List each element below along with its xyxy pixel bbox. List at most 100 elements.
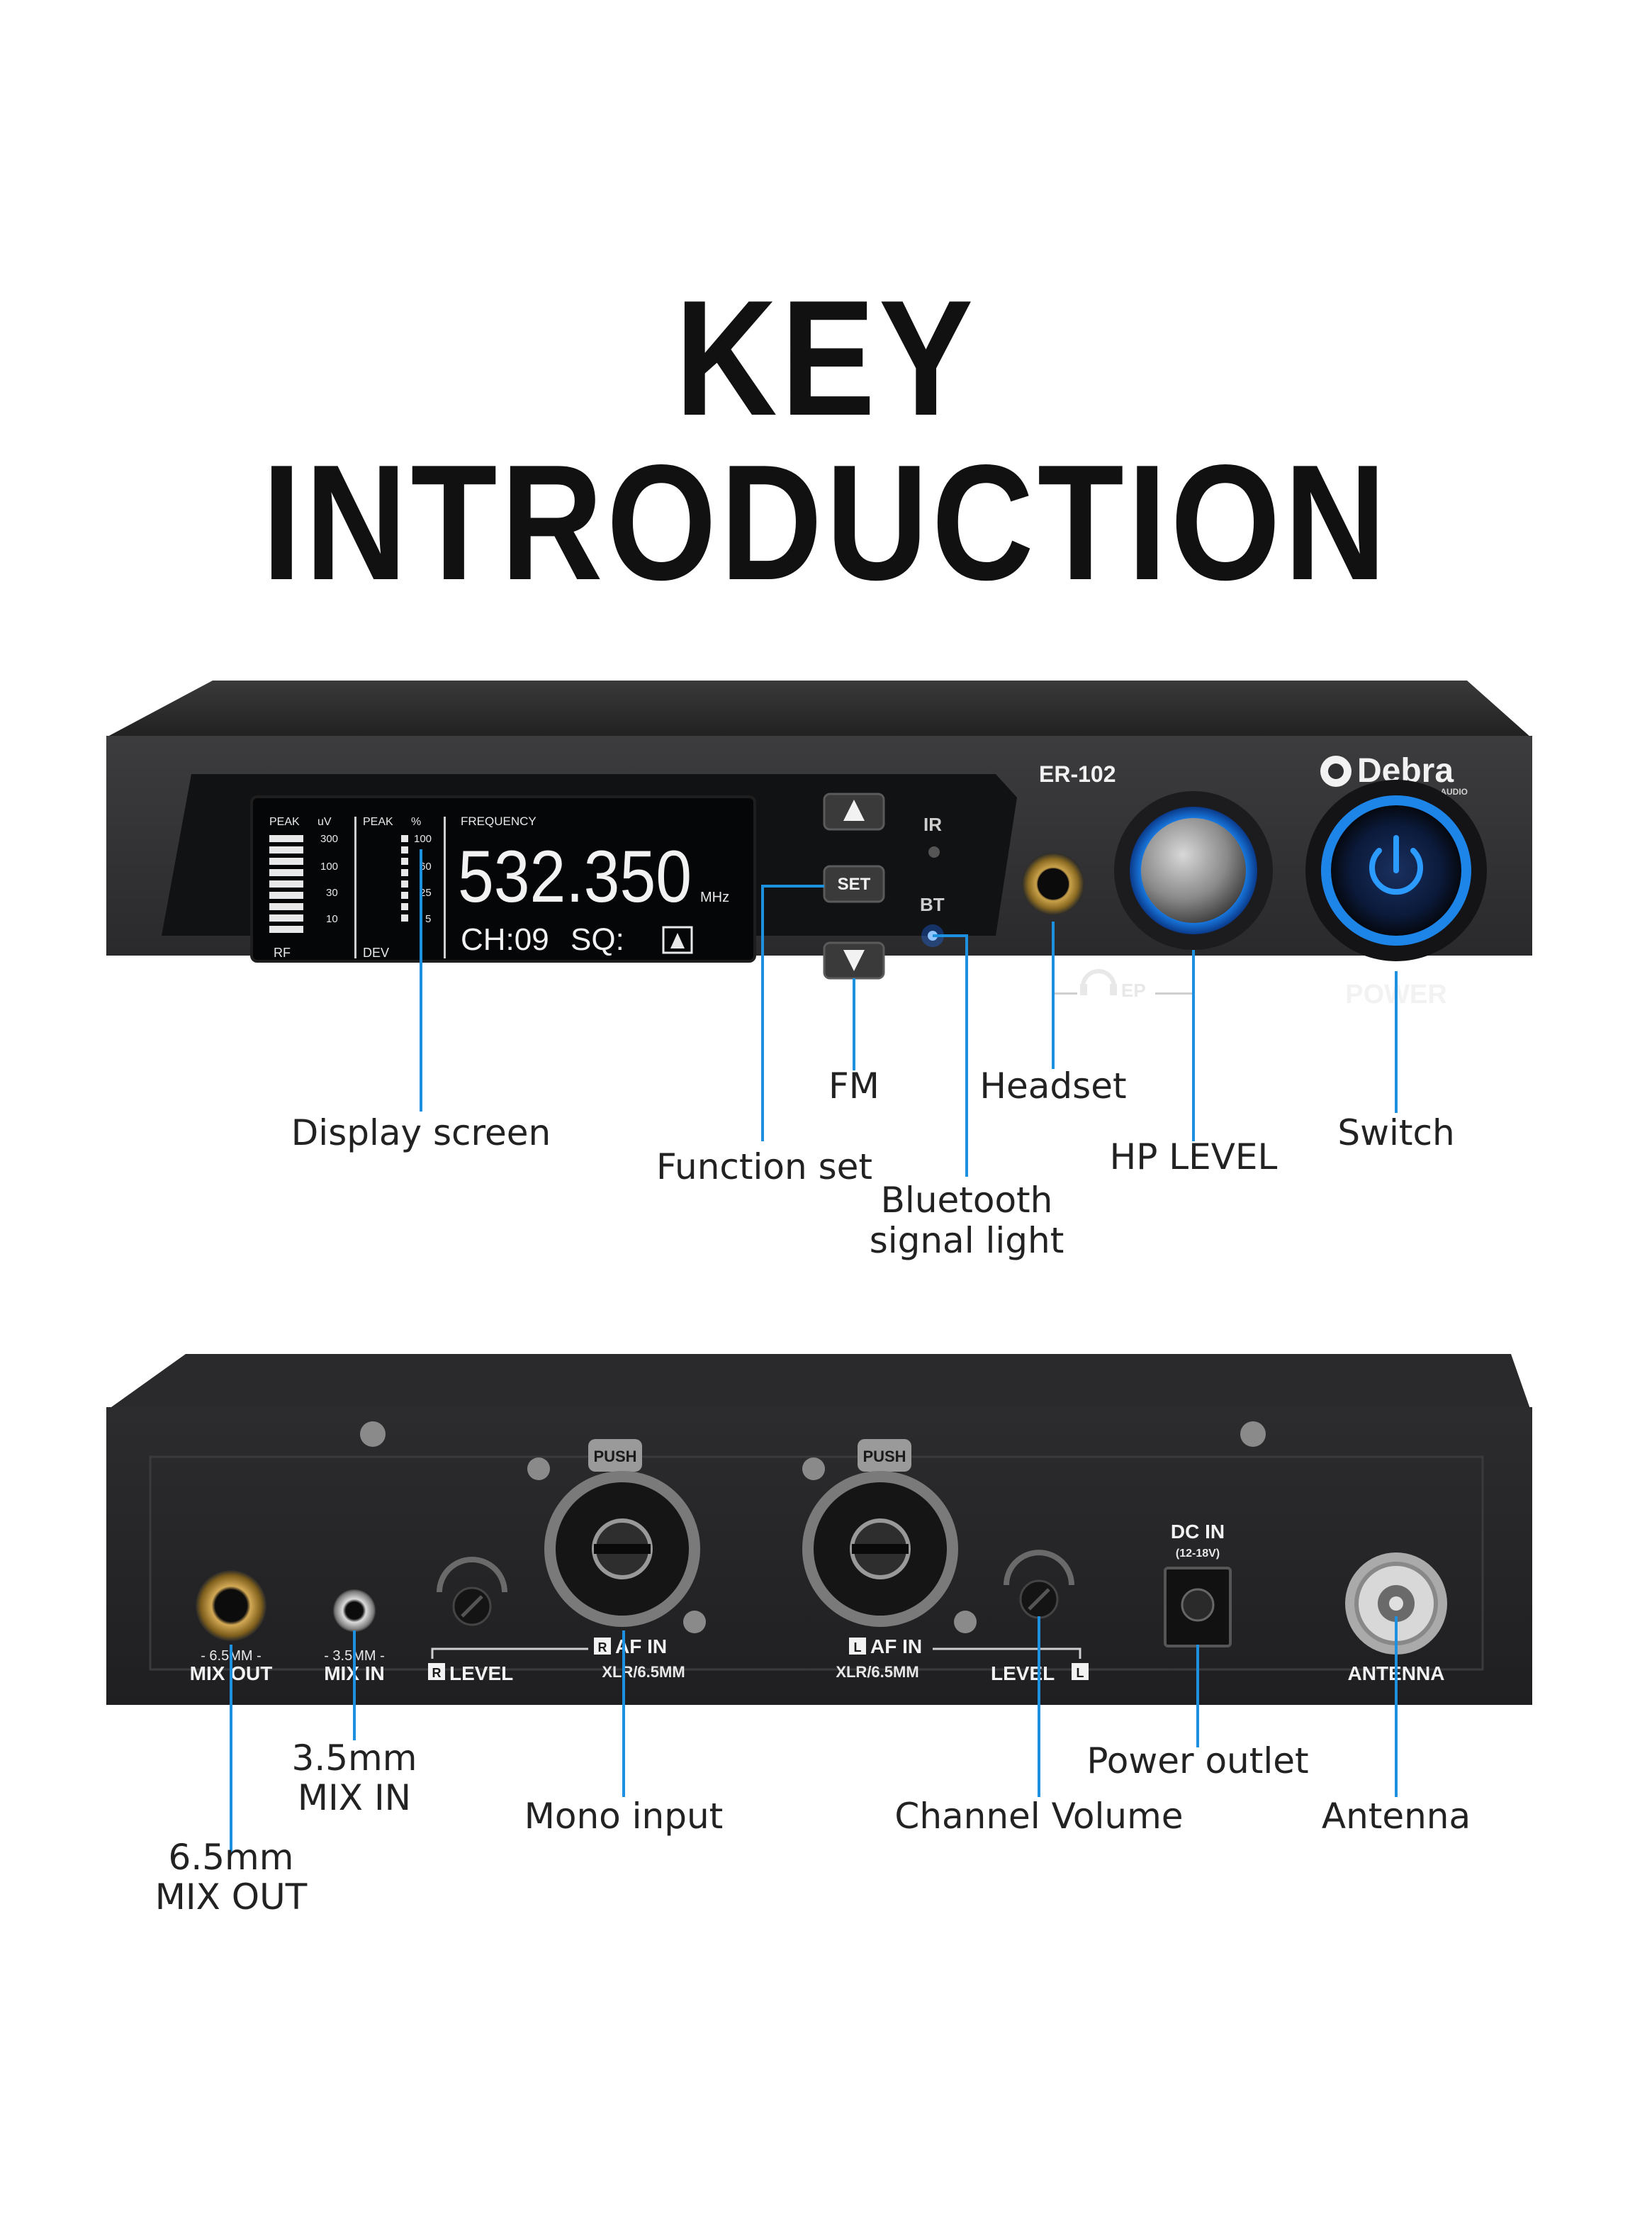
ep-line-right xyxy=(1155,992,1193,995)
rf-tick: 10 xyxy=(326,913,338,925)
rf-bar xyxy=(269,846,303,854)
rf-bar xyxy=(269,926,303,933)
callout-display-screen: Display screen xyxy=(291,1112,551,1153)
callout-switch: Switch xyxy=(1337,1112,1455,1153)
callout-bluetooth-line1: Bluetooth xyxy=(880,1180,1053,1221)
r-push-tab xyxy=(588,1439,642,1472)
mix-out-jack[interactable] xyxy=(196,1570,266,1641)
rf-bar xyxy=(269,903,303,910)
up-arrow-icon xyxy=(843,800,865,821)
front-panel: PEAK uV 300 100 30 10 RF PEAK % 100 60 2… xyxy=(106,681,1532,1177)
frequency-unit: MHz xyxy=(700,890,729,905)
r-level-arc xyxy=(437,1557,507,1593)
page-title: KEY INTRODUCTION xyxy=(262,267,1390,615)
l-push-label: PUSH xyxy=(862,1448,906,1465)
l-af-in-label: AF IN xyxy=(870,1635,922,1657)
dev-peak-label: PEAK xyxy=(363,816,393,828)
callout-function-set: Function set xyxy=(656,1146,872,1187)
dev-tick: 100 xyxy=(414,833,432,845)
dev-tick: 25 xyxy=(420,887,432,899)
dev-bar xyxy=(401,858,408,865)
rf-label: RF xyxy=(274,946,291,960)
dev-unit-label: % xyxy=(411,816,421,828)
back-panel: - 6.5MM - MIX OUT - 3.5MM - MIX IN R LEV… xyxy=(106,1354,1532,1854)
screw-icon xyxy=(683,1611,706,1633)
r-level-slot xyxy=(461,1595,483,1618)
dev-tick: 5 xyxy=(425,913,431,925)
chassis-top xyxy=(106,681,1531,737)
callout-line-bluetooth xyxy=(933,934,968,1177)
set-button-label: SET xyxy=(838,875,871,894)
l-push-tab xyxy=(858,1439,911,1472)
l-level-arc xyxy=(1004,1550,1074,1586)
r-xlr-slot xyxy=(594,1544,651,1554)
rf-peak-label: PEAK xyxy=(269,816,300,828)
dev-bar xyxy=(401,869,408,876)
dev-bar xyxy=(401,835,408,842)
display-screen xyxy=(250,795,756,963)
dev-bar xyxy=(401,892,408,899)
set-button[interactable] xyxy=(823,865,885,903)
dev-bar xyxy=(401,846,408,854)
callout-mix-out-line2: MIX OUT xyxy=(154,1876,308,1918)
r-bracket xyxy=(431,1647,588,1659)
ep-line-left xyxy=(1053,992,1077,995)
rf-bar xyxy=(269,880,303,888)
callout-mix-out-line1: 6.5mm xyxy=(168,1837,294,1878)
squelch-value: SQ: xyxy=(571,922,624,957)
l-af-mark: L xyxy=(854,1640,862,1655)
screw-icon xyxy=(802,1457,825,1480)
headphone-icon xyxy=(1081,969,1116,987)
antenna-status-icon xyxy=(662,926,693,954)
meter-divider xyxy=(444,817,446,958)
headphone-icon-left xyxy=(1080,984,1087,995)
rf-tick: 100 xyxy=(320,861,338,873)
callout-bluetooth-line2: signal light xyxy=(869,1220,1064,1261)
l-xlr-slot xyxy=(852,1544,909,1554)
power-icon xyxy=(1369,848,1423,895)
dc-socket-hole xyxy=(1181,1588,1215,1622)
ep-label: EP xyxy=(1121,980,1146,1001)
l-bracket xyxy=(933,1647,1081,1659)
callout-power-outlet: Power outlet xyxy=(1086,1740,1309,1781)
r-push-label: PUSH xyxy=(593,1448,636,1465)
dc-in-sub-label: (12-18V) xyxy=(1176,1548,1220,1560)
callout-antenna: Antenna xyxy=(1321,1796,1471,1837)
mix-in-jack[interactable] xyxy=(333,1589,376,1632)
back-inner-panel xyxy=(149,1455,1484,1671)
dev-label: DEV xyxy=(363,946,389,960)
headset-jack-hole xyxy=(1038,868,1069,900)
rf-bar xyxy=(269,869,303,876)
frequency-label: FREQUENCY xyxy=(461,815,536,828)
hp-level-knob[interactable] xyxy=(1141,818,1246,923)
ir-sensor-icon xyxy=(928,846,940,858)
dev-tick: 60 xyxy=(420,861,432,873)
l-level-slot xyxy=(1028,1588,1050,1611)
l-mark: L xyxy=(1077,1666,1084,1680)
dc-in-label: DC IN xyxy=(1171,1521,1225,1543)
screw-icon xyxy=(1240,1421,1266,1447)
brand-logo-center xyxy=(1328,763,1344,779)
model-label: ER-102 xyxy=(1039,761,1116,787)
r-mark-box xyxy=(428,1663,445,1680)
callout-fm: FM xyxy=(828,1065,880,1107)
headphone-icon-right xyxy=(1110,984,1117,995)
meter-divider xyxy=(354,817,356,958)
rf-unit-label: uV xyxy=(318,816,332,828)
r-mark: R xyxy=(432,1666,442,1680)
down-arrow-icon xyxy=(843,950,865,971)
antenna-connector-pin xyxy=(1389,1596,1403,1611)
r-af-mark: R xyxy=(598,1640,607,1655)
callout-headset: Headset xyxy=(979,1065,1127,1107)
l-level-label: LEVEL xyxy=(991,1662,1055,1684)
callout-mix-in-line2: MIX IN xyxy=(297,1777,412,1818)
callout-hp-level: HP LEVEL xyxy=(1109,1136,1278,1177)
frequency-value: 532.350 xyxy=(458,836,692,918)
screw-icon xyxy=(360,1421,386,1447)
antenna-status-glyph-icon xyxy=(670,933,685,948)
l-af-in-sub-label: XLR/6.5MM xyxy=(836,1663,918,1681)
channel-value: CH:09 xyxy=(461,922,549,957)
dev-bar xyxy=(401,880,408,888)
callout-mono-input: Mono input xyxy=(524,1796,724,1837)
rf-bar xyxy=(269,914,303,922)
